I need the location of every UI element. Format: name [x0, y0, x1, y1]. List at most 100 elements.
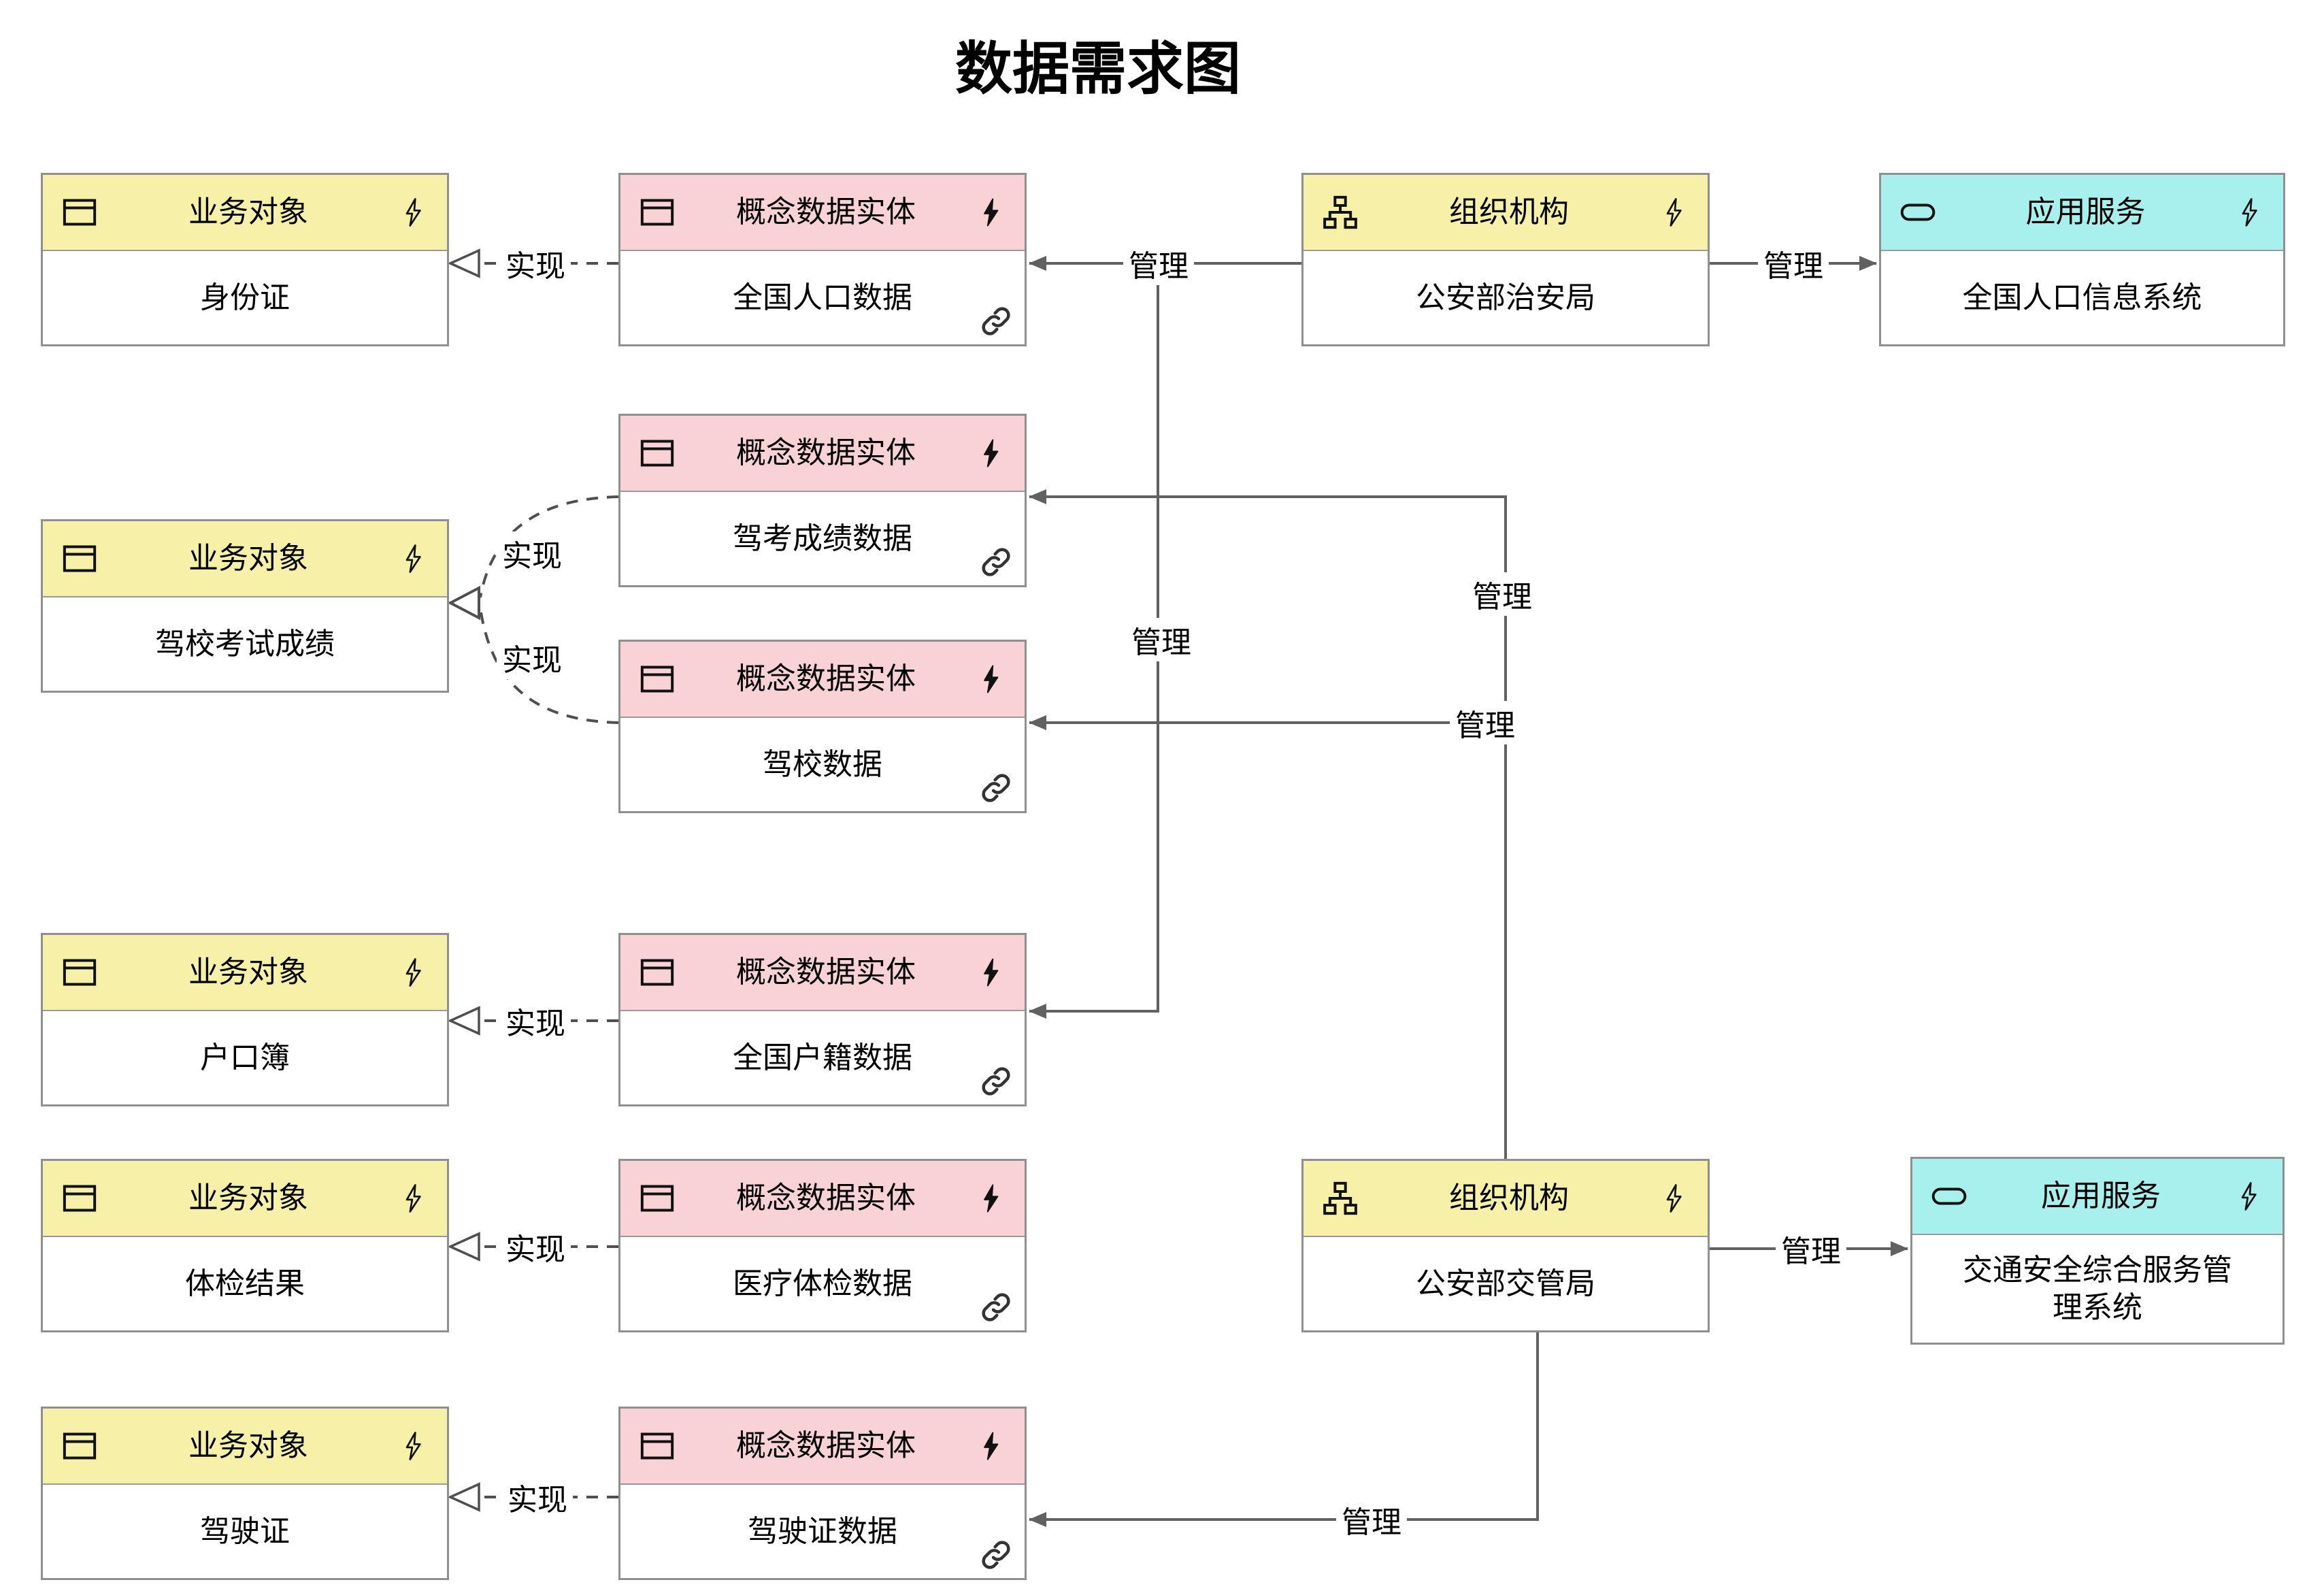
node-name-label: 交通安全综合服务管理系统	[1963, 1253, 2232, 1324]
lightning-icon	[398, 541, 429, 576]
edge-label-manage-jiaoguanju-jiashizhengshuju: 管理	[1336, 1498, 1407, 1541]
data-entity-icon	[638, 1179, 676, 1217]
node-type-label: 业务对象	[188, 1428, 308, 1462]
node-cde-yiliao-tijian[interactable]: 概念数据实体医疗体检数据	[618, 1159, 1027, 1332]
edge-label-realize-jiakao-jiaxiaochengji: 实现	[497, 531, 567, 575]
node-as-renkou-xitong[interactable]: 应用服务全国人口信息系统	[1879, 173, 2285, 346]
edge-label-manage-zhianju-renkouxitong: 管理	[1758, 242, 1829, 285]
node-body: 户口簿	[43, 1011, 447, 1104]
node-body: 驾驶证数据	[620, 1485, 1025, 1578]
node-cde-jiakao-chengji[interactable]: 概念数据实体驾考成绩数据	[618, 414, 1027, 587]
data-entity-icon	[638, 660, 676, 698]
node-bo-tijian-jieguo[interactable]: 业务对象体检结果	[41, 1159, 449, 1332]
data-entity-icon	[638, 953, 676, 991]
lightning-icon	[976, 1428, 1007, 1464]
node-header: 概念数据实体	[620, 1161, 1025, 1237]
edge-label-realize-jiashizhengshuju-jiashizheng: 实现	[502, 1475, 573, 1519]
lightning-icon	[976, 436, 1007, 471]
lightning-icon	[398, 1181, 429, 1216]
node-org-zhianju[interactable]: 组织机构公安部治安局	[1301, 173, 1710, 346]
node-type-label: 应用服务	[2041, 1179, 2161, 1213]
organization-icon	[1321, 193, 1359, 231]
edge-label-realize-jiaxiao-jiaxiaochengji: 实现	[497, 636, 567, 679]
link-icon	[978, 770, 1014, 806]
node-name-label: 户口簿	[200, 1041, 290, 1074]
node-body: 体检结果	[43, 1237, 447, 1330]
application-service-icon	[1899, 193, 1937, 231]
node-name-label: 公安部治安局	[1416, 281, 1595, 314]
node-name-label: 驾校数据	[763, 748, 882, 781]
node-type-label: 概念数据实体	[736, 436, 916, 470]
node-body: 全国户籍数据	[620, 1011, 1025, 1104]
node-name-label: 驾驶证	[200, 1515, 290, 1548]
node-body: 全国人口信息系统	[1881, 251, 2283, 344]
lightning-icon	[976, 1181, 1007, 1216]
node-body: 驾考成绩数据	[620, 492, 1025, 585]
edge-label-manage-jiaoguanju-jiaotongxitong: 管理	[1776, 1227, 1846, 1270]
node-type-label: 业务对象	[188, 955, 308, 989]
node-header: 应用服务	[1912, 1159, 2282, 1235]
data-entity-icon	[638, 1427, 676, 1465]
node-name-label: 全国户籍数据	[733, 1041, 912, 1074]
link-icon	[978, 544, 1014, 580]
organization-icon	[1321, 1179, 1359, 1217]
node-body: 公安部治安局	[1304, 251, 1708, 344]
node-name-label: 体检结果	[185, 1267, 305, 1300]
node-type-label: 业务对象	[188, 541, 308, 575]
realization-arrowhead	[447, 585, 480, 621]
lightning-icon	[976, 661, 1007, 697]
node-as-jiaotong-anquan[interactable]: 应用服务交通安全综合服务管理系统	[1910, 1157, 2285, 1345]
lightning-icon	[976, 955, 1007, 990]
node-type-label: 概念数据实体	[736, 1181, 916, 1215]
link-icon	[978, 1290, 1014, 1325]
node-cde-quanguo-huji[interactable]: 概念数据实体全国户籍数据	[618, 933, 1027, 1106]
edge-label-realize-huji-hukoubu: 实现	[500, 999, 571, 1042]
node-org-jiaoguanju[interactable]: 组织机构公安部交管局	[1301, 1159, 1710, 1332]
edge-manage-jiaoguanju-jiashizhengshuju	[1029, 1332, 1539, 1527]
node-header: 业务对象	[43, 175, 447, 251]
node-type-label: 概念数据实体	[736, 661, 916, 695]
node-bo-jiashizheng[interactable]: 业务对象驾驶证	[41, 1407, 449, 1580]
lightning-icon	[2234, 1179, 2265, 1214]
node-header: 业务对象	[43, 935, 447, 1011]
node-name-label: 身份证	[200, 281, 290, 314]
node-body: 驾校考试成绩	[43, 597, 447, 691]
node-type-label: 应用服务	[2025, 195, 2146, 229]
node-header: 概念数据实体	[620, 416, 1025, 492]
lightning-icon	[976, 195, 1007, 230]
node-type-label: 组织机构	[1449, 195, 1569, 229]
node-name-label: 全国人口数据	[733, 281, 912, 314]
edge-label-manage-jiaoguanju-jiakaoshuju: 管理	[1467, 572, 1538, 616]
edge-label-manage-jiaoguanju-jiaxiaoshuju: 管理	[1450, 701, 1521, 744]
link-icon	[978, 1537, 1014, 1573]
node-type-label: 组织机构	[1449, 1181, 1569, 1215]
node-cde-quanguo-renkou[interactable]: 概念数据实体全国人口数据	[618, 173, 1027, 346]
application-service-icon	[1930, 1177, 1968, 1215]
lightning-icon	[398, 195, 429, 230]
node-header: 业务对象	[43, 1161, 447, 1237]
edge-label-realize-yiliao-tijian: 实现	[500, 1225, 571, 1268]
node-bo-shenfenzheng[interactable]: 业务对象身份证	[41, 173, 449, 346]
lightning-icon	[2234, 195, 2265, 230]
node-bo-jiaxiao-chengji[interactable]: 业务对象驾校考试成绩	[41, 519, 449, 693]
node-body: 公安部交管局	[1304, 1237, 1708, 1330]
business-object-icon	[61, 1179, 99, 1217]
node-body: 身份证	[43, 251, 447, 344]
node-header: 概念数据实体	[620, 935, 1025, 1011]
node-body: 全国人口数据	[620, 251, 1025, 344]
node-bo-hukoubu[interactable]: 业务对象户口簿	[41, 933, 449, 1106]
node-body: 驾校数据	[620, 718, 1025, 811]
lightning-icon	[1659, 195, 1690, 230]
node-header: 概念数据实体	[620, 175, 1025, 251]
node-name-label: 驾校考试成绩	[155, 627, 335, 661]
node-cde-jiashizheng[interactable]: 概念数据实体驾驶证数据	[618, 1407, 1027, 1580]
node-cde-jiaxiao[interactable]: 概念数据实体驾校数据	[618, 640, 1027, 813]
data-entity-icon	[638, 434, 676, 472]
diagram-title: 数据需求图	[954, 37, 1242, 101]
node-name-label: 驾驶证数据	[748, 1515, 897, 1548]
lightning-icon	[398, 955, 429, 990]
node-type-label: 业务对象	[188, 195, 308, 229]
node-name-label: 公安部交管局	[1416, 1267, 1595, 1300]
node-type-label: 概念数据实体	[736, 1428, 916, 1462]
edge-manage-jiaoguanju-jiakaoshuju	[1029, 489, 1507, 1159]
